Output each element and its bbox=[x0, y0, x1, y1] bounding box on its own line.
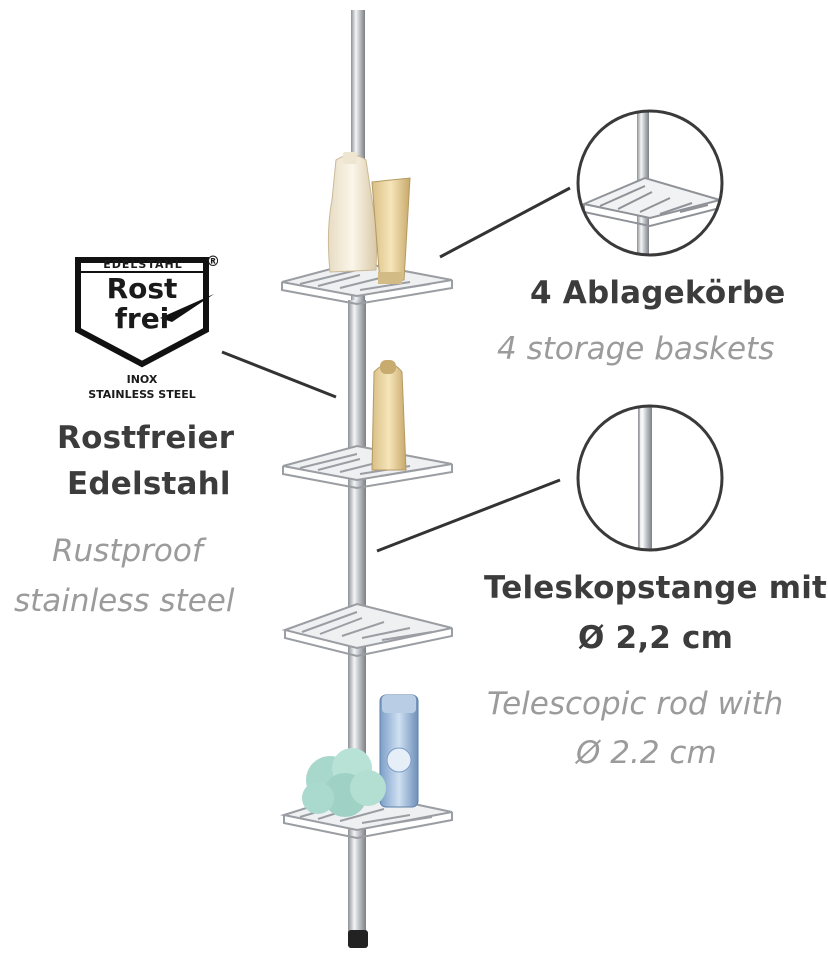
rostfrei-logo bbox=[75, 257, 214, 368]
logo-sub1: INOX bbox=[126, 373, 158, 386]
steel-sub-line2: stainless steel bbox=[14, 583, 235, 619]
rod-title-line2: Ø 2,2 cm bbox=[578, 620, 734, 656]
logo-line1: Rost bbox=[106, 272, 178, 305]
zoom-circle-basket bbox=[576, 109, 724, 257]
blue-bottle bbox=[379, 694, 419, 808]
callout-line-baskets bbox=[439, 186, 571, 259]
logo-sub2: STAINLESS STEEL bbox=[88, 388, 196, 401]
rod-sub-line2: Ø 2.2 cm bbox=[576, 735, 717, 771]
bath-sponge bbox=[302, 748, 386, 817]
rod-title-line1: Teleskopstange mit bbox=[484, 570, 828, 606]
basket-2 bbox=[282, 444, 453, 490]
zoom-circle-rod bbox=[576, 404, 724, 552]
shampoo-bottle bbox=[371, 360, 407, 471]
logo-registered-mark: ® bbox=[206, 254, 220, 270]
logo-top-text: EDELSTAHL bbox=[103, 258, 183, 271]
steel-title-line2: Edelstahl bbox=[67, 466, 231, 502]
logo-line2: frei bbox=[114, 302, 170, 335]
rod-sub-line1: Telescopic rod with bbox=[487, 686, 784, 722]
shower-gel-bottle bbox=[327, 152, 377, 273]
baskets-sub: 4 storage baskets bbox=[497, 331, 775, 367]
callout-line-rod bbox=[376, 478, 561, 553]
callout-line-steel bbox=[221, 350, 337, 399]
basket-3 bbox=[281, 602, 453, 658]
lotion-tube bbox=[371, 177, 411, 284]
baskets-title: 4 Ablagekörbe bbox=[530, 275, 786, 311]
steel-title-line1: Rostfreier bbox=[57, 420, 235, 456]
steel-sub-line1: Rustproof bbox=[52, 533, 203, 569]
